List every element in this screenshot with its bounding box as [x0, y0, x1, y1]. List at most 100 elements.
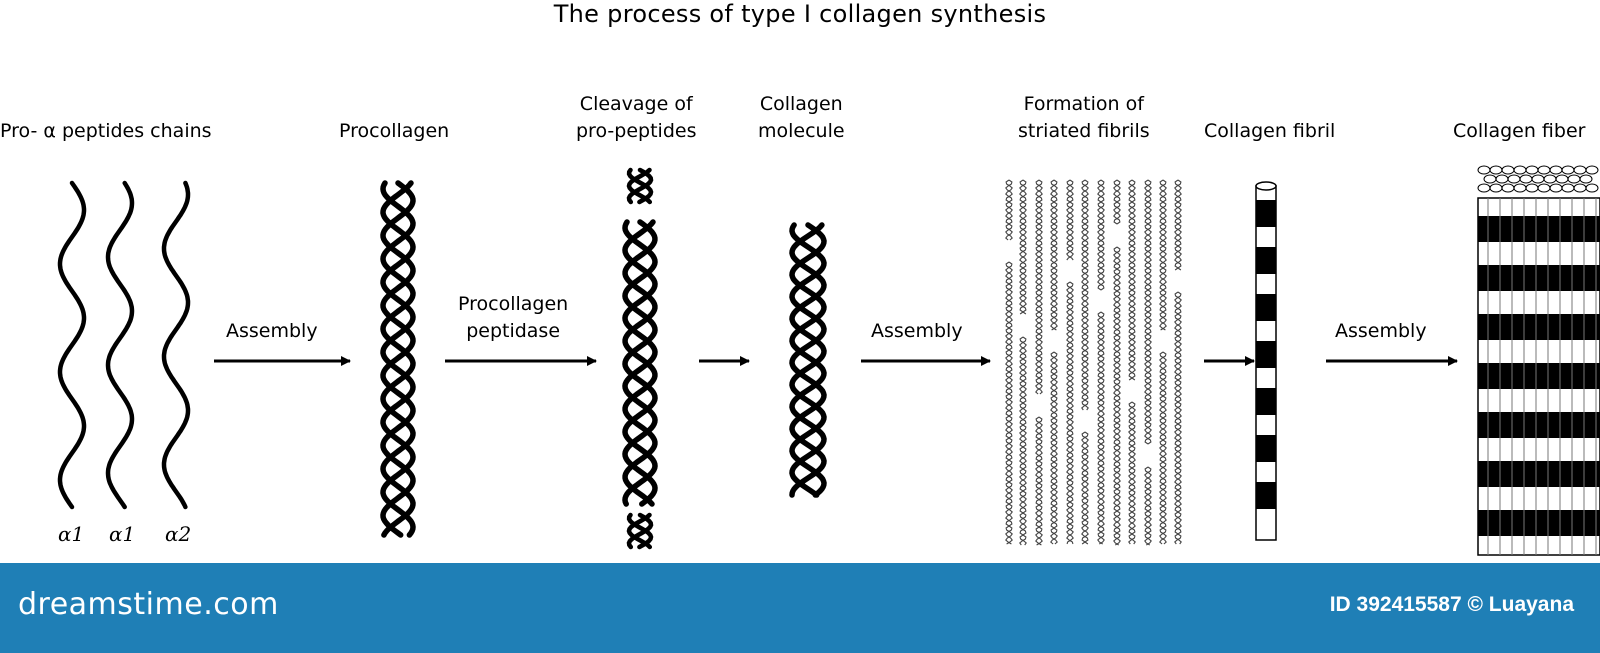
fibril-strand: [1019, 179, 1027, 315]
fibril-dark-band: [1256, 482, 1276, 509]
fiber-strand-top: [1525, 165, 1539, 175]
collagen-fibril: [1255, 181, 1277, 541]
fibril-strand: [1097, 179, 1105, 291]
label-collagen-fibril: Collagen fibril: [1204, 120, 1336, 142]
brand-logo: dreamstime.com: [18, 587, 279, 622]
fiber-dark-band: [1478, 265, 1600, 291]
fiber-strand-top: [1477, 183, 1491, 193]
fibril-strand: [1128, 179, 1136, 381]
fiber-strand-top: [1525, 183, 1539, 193]
fibril-strand: [1159, 351, 1167, 545]
fibril-strand: [1144, 466, 1152, 546]
fiber-strand-top: [1561, 183, 1575, 193]
fibril-strand: [1159, 351, 1167, 545]
fiber-dark-band: [1478, 363, 1600, 389]
label-collagen-fiber: Collagen fiber: [1453, 120, 1586, 142]
fiber-strand-top: [1513, 183, 1527, 193]
molecule-strand: [789, 222, 827, 498]
fiber-strand-top: [1477, 165, 1491, 175]
fiber-strand-top: [1501, 165, 1515, 175]
propeptide-top-strand: [626, 167, 654, 205]
fiber-strand-top: [1519, 174, 1533, 184]
fiber-strand-top: [1573, 183, 1587, 193]
fibril-strand: [1081, 431, 1089, 545]
chain-label-alpha1-a: α1: [58, 522, 85, 546]
fibril-dark-band: [1256, 341, 1276, 368]
fibril-top: [1255, 181, 1277, 191]
fibril-strand: [1050, 179, 1058, 331]
fiber-strand-top: [1561, 165, 1575, 175]
arrow-label-peptidase-line1: Procollagen: [458, 293, 569, 315]
label-cleavage: Cleavage of pro-peptides: [576, 91, 696, 145]
fibril-strand: [1050, 351, 1058, 545]
arrow-label-peptidase: Procollagen peptidase: [458, 291, 568, 345]
fiber-strand-top: [1549, 183, 1563, 193]
fiber-strand-top: [1537, 165, 1551, 175]
fiber-dark-band: [1478, 412, 1600, 438]
arrow-label-peptidase-line2: peptidase: [466, 320, 561, 342]
fibril-strand: [1005, 261, 1013, 545]
image-credit: ID 392415587 © Luayana: [1329, 593, 1574, 616]
propeptide-top-strand: [626, 167, 653, 205]
fibril-strand: [1005, 179, 1013, 241]
fiber-strand-top: [1555, 174, 1569, 184]
procollagen-strand: [380, 180, 416, 538]
fiber-strand-top: [1585, 183, 1599, 193]
fiber-strand-top: [1537, 183, 1551, 193]
collagen-fiber: [1477, 165, 1600, 556]
fibril-strand: [1128, 401, 1136, 545]
cleaved-core-strand: [622, 219, 658, 507]
fiber-strand-top: [1483, 174, 1497, 184]
diagram-title: The process of type I collagen synthesis: [553, 0, 1047, 28]
fibril-strand: [1066, 281, 1074, 545]
fiber-dark-band: [1478, 510, 1600, 536]
fibril-strand: [1050, 351, 1058, 545]
fibril-strand: [1113, 179, 1121, 225]
chain-label-alpha1-b: α1: [109, 522, 136, 546]
fibril-strand: [1174, 179, 1182, 271]
label-striated-fibrils: Formation of striated fibrils: [1018, 91, 1150, 145]
fiber-strand-top: [1585, 165, 1599, 175]
fiber-dark-band: [1478, 216, 1600, 242]
alpha-chain-2: [105, 180, 135, 510]
fibril-strand: [1035, 179, 1043, 395]
fibril-strand: [1035, 416, 1043, 546]
fibril-strand: [1066, 179, 1074, 261]
procollagen-helix: [380, 180, 416, 538]
label-collagen-molecule: Collagen molecule: [758, 91, 845, 145]
fibril-strand: [1159, 179, 1167, 331]
fibril-dark-band: [1256, 388, 1276, 415]
label-procollagen: Procollagen: [339, 120, 450, 142]
fibril-strand: [1174, 179, 1182, 271]
diagram-canvas: [57, 165, 1600, 556]
fibril-strand: [1144, 466, 1152, 546]
fibril-strand: [1081, 179, 1089, 411]
fibril-strand: [1174, 291, 1182, 545]
arrow-label-assembly-2: Assembly: [871, 320, 963, 342]
fibril-strand: [1144, 179, 1152, 445]
fiber-strand-top: [1489, 165, 1503, 175]
arrow-label-assembly-3: Assembly: [1335, 320, 1427, 342]
fibril-strand: [1005, 179, 1013, 241]
fibril-strand: [1113, 246, 1121, 546]
fiber-strand-top: [1579, 174, 1593, 184]
fibril-strand: [1128, 179, 1136, 381]
collagen-molecule-helix: [789, 222, 827, 498]
fibril-dark-band: [1256, 294, 1276, 321]
fiber-strand-top: [1573, 165, 1587, 175]
arrow-label-assembly-1: Assembly: [226, 320, 318, 342]
footer-bar: dreamstime.com ID 392415587 © Luayana: [0, 563, 1600, 653]
fiber-strand-top: [1567, 174, 1581, 184]
fiber-strand-top: [1495, 174, 1509, 184]
label-striated-line1: Formation of: [1023, 93, 1144, 115]
fibril-strand: [1050, 179, 1058, 331]
label-molecule-line1: Collagen: [759, 93, 843, 115]
fiber-strand-top: [1489, 183, 1503, 193]
label-pro-alpha-chains: Pro- α peptides chains: [0, 120, 212, 142]
propeptide-bottom-strand: [626, 512, 653, 550]
fibril-dark-band: [1256, 200, 1276, 227]
striated-fibrils: [1005, 179, 1182, 546]
label-striated-line2: striated fibrils: [1018, 120, 1150, 142]
procollagen-strand: [380, 180, 416, 538]
fiber-strand-top: [1549, 165, 1563, 175]
